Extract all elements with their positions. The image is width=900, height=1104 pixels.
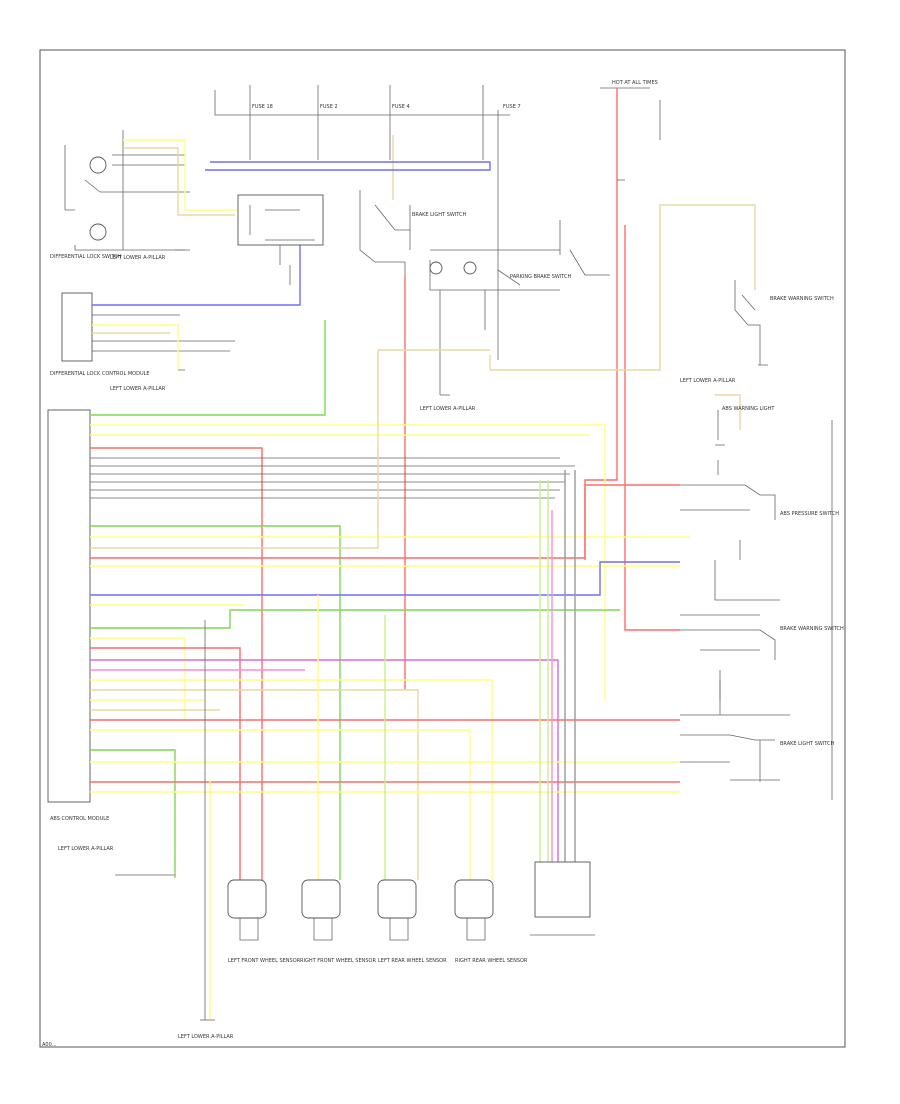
ground-label-6: LEFT LOWER A-PILLAR (178, 1034, 234, 1040)
wire-gray-bundle (90, 457, 575, 499)
diff-lock-switch-label: DIFFERENTIAL LOCK SWITCH (50, 254, 122, 260)
parking-brake-lamp2-icon (463, 261, 477, 275)
wire-lightgreen-pair (539, 480, 549, 915)
left-rear-sensor-label: LEFT REAR WHEEL SENSOR (378, 958, 447, 964)
wire-red-2 (90, 484, 680, 559)
brake-light-switch-label: BRAKE LIGHT SWITCH (412, 212, 467, 218)
ground-label-2: LEFT LOWER A-PILLAR (110, 386, 166, 392)
hot-at-all-times-label: HOT AT ALL TIMES (612, 80, 658, 86)
wire-yellow-6 (90, 637, 186, 720)
diff-lock-module-box (61, 292, 93, 362)
right-rear-sensor: RIGHT REAR WHEEL SENSOR (454, 879, 528, 964)
ground-label-1: LEFT LOWER A-PILLAR (110, 255, 166, 261)
fuse-labels: FUSE 18 FUSE 2 FUSE 4 FUSE 7 (252, 104, 521, 110)
wire-blue-diff-module (92, 245, 301, 306)
power-feed-group (214, 85, 650, 360)
left-front-sensor-label: LEFT FRONT WHEEL SENSOR (228, 958, 301, 964)
wire-blue-top (205, 161, 491, 171)
wire-green-2 (90, 525, 341, 880)
parking-brake-switch: PARKING BRAKE SWITCH (429, 220, 610, 395)
fuse-label-3: FUSE 4 (392, 104, 410, 110)
differential-lock-switch: DIFFERENTIAL LOCK SWITCH (50, 130, 190, 260)
ground-symbols-top: LEFT LOWER A-PILLAR LEFT LOWER A-PILLAR … (110, 249, 768, 412)
wire-red-1 (90, 447, 263, 890)
fuse-label-4: FUSE 7 (503, 104, 521, 110)
abs-pressure-switch-label: ABS PRESSURE SWITCH (780, 511, 839, 517)
wire-yellow-7 (90, 679, 493, 880)
right-front-sensor-label: RIGHT FRONT WHEEL SENSOR (300, 958, 376, 964)
abs-harness (90, 320, 690, 1020)
wire-tan-1 (90, 349, 490, 549)
wire-red-hot-branch (624, 225, 680, 631)
parking-brake-switch-label: PARKING BRAKE SWITCH (510, 274, 572, 280)
wire-orange-warning (715, 394, 741, 430)
right-switches: ABS PRESSURE SWITCH ABS WARNING LIGHT BR… (680, 394, 844, 800)
wire-green-4 (90, 749, 176, 878)
diff-lock-lamp-icon (89, 156, 107, 174)
wire-yellow-diff-switch (123, 139, 240, 211)
brake-warning-switch-label: BRAKE WARNING SWITCH (770, 296, 834, 302)
wire-blue-1 (90, 561, 680, 596)
brake-warning-switch: BRAKE WARNING SWITCH (489, 204, 834, 371)
wire-green-3 (90, 609, 620, 629)
diff-lock-relay (237, 194, 324, 285)
abs-module-box (47, 409, 91, 803)
abs-control-module: ABS CONTROL MODULE (47, 409, 109, 822)
wire-red-hot-feed (584, 88, 618, 560)
wire-gray-pair (564, 470, 576, 915)
diff-lock-module-label: DIFFERENTIAL LOCK CONTROL MODULE (50, 371, 150, 377)
wire-red-3 (90, 647, 241, 880)
fuse-label-2: FUSE 2 (320, 104, 338, 110)
abs-module-label: ABS CONTROL MODULE (50, 816, 109, 822)
brake-light-switch: BRAKE LIGHT SWITCH (359, 190, 467, 275)
left-rear-sensor: LEFT REAR WHEEL SENSOR (377, 879, 447, 964)
ground-label-5: LEFT LOWER A-PILLAR (58, 846, 114, 852)
wire-tan-2 (90, 689, 419, 880)
diff-lock-lamp2-icon (89, 223, 107, 241)
feed-bus-left (214, 90, 510, 116)
wire-tan-brake-warning (489, 204, 756, 371)
wire-violet-1 (90, 659, 559, 915)
trans-connector (530, 861, 595, 936)
wire-yellow-1 (90, 424, 606, 700)
brake-warning-switch-label-2: BRAKE WARNING SWITCH (780, 626, 844, 632)
wheel-sensors: LEFT FRONT WHEEL SENSOR RIGHT FRONT WHEE… (227, 861, 595, 964)
parking-brake-lamp-icon (429, 261, 443, 275)
wire-tan-diff-switch (123, 147, 235, 216)
footnote: A00... (42, 1042, 57, 1048)
ground-label-4: LEFT LOWER A-PILLAR (680, 378, 736, 384)
diff-lock-relay-box (237, 194, 324, 246)
abs-warning-light-label: ABS WARNING LIGHT (722, 406, 775, 412)
ground-label-3: LEFT LOWER A-PILLAR (420, 406, 476, 412)
wire-yellow-diff-ground (92, 324, 179, 370)
left-front-sensor: LEFT FRONT WHEEL SENSOR (227, 879, 301, 964)
brake-light-switch-label-2: BRAKE LIGHT SWITCH (780, 741, 835, 747)
ground-symbols-bottom: LEFT LOWER A-PILLAR LEFT LOWER A-PILLAR (58, 846, 234, 1040)
fuse-label-1: FUSE 18 (252, 104, 273, 110)
right-rear-sensor-label: RIGHT REAR WHEEL SENSOR (455, 958, 528, 964)
diagram-frame (39, 49, 846, 1048)
wire-green-1 (90, 320, 326, 416)
right-front-sensor: RIGHT FRONT WHEEL SENSOR (300, 879, 376, 964)
wire-yellow-9 (90, 729, 471, 880)
